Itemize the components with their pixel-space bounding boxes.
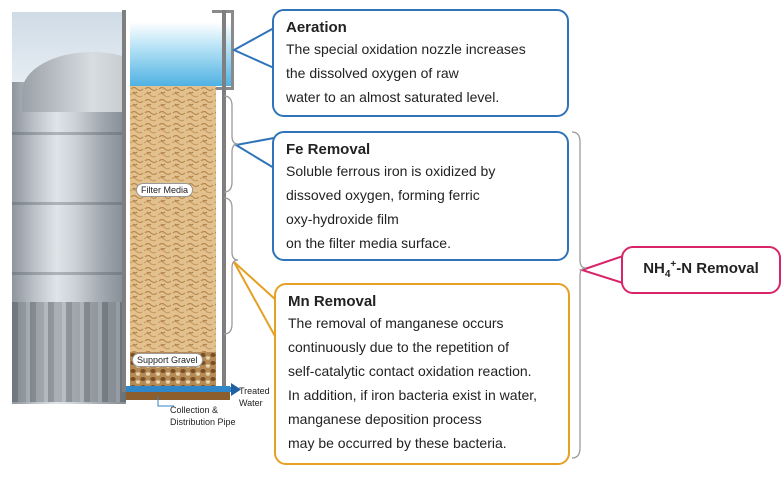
column-wall [122,10,226,392]
tank-band [12,272,130,275]
fe-title: Fe Removal [286,141,371,158]
support-gravel-label: Support Gravel [132,353,203,367]
fe-line: dissoved oxygen, forming ferric [286,187,480,203]
collection-leader-line [157,396,174,407]
collection-label-2: Distribution Pipe [170,417,236,427]
piping-area [12,302,130,402]
mn-pointer [233,261,277,339]
fe-line: on the filter media surface. [286,235,451,251]
distribution-pipe [126,386,230,392]
tank-band [12,132,130,135]
water-layer [130,22,234,86]
outlet-arrow-icon [218,383,241,396]
nh4-suffix: -N Removal [676,260,759,277]
fe-line: Soluble ferrous iron is oxidized by [286,163,496,179]
nh4-removal-callout: NH4+-N Removal [621,246,781,294]
mn-line: may be occurred by these bacteria. [288,435,507,451]
fe-bracket [223,95,239,193]
nh4-prefix: NH [643,260,665,277]
mn-title: Mn Removal [288,293,377,310]
filter-media-label: Filter Media [136,183,194,197]
aeration-line: the dissolved oxygen of raw [286,65,459,81]
aeration-callout: Aeration The special oxidation nozzle in… [272,9,569,117]
mn-line: The removal of manganese occurs [288,315,504,331]
treated-water-label-2: Water [239,398,263,408]
aeration-pointer [231,26,275,70]
nh4-superscript: + [670,259,677,270]
mn-line: In addition, if iron bacteria exist in w… [288,387,538,403]
tank-band [12,202,130,205]
mn-line: continuously due to the repetition of [288,339,510,355]
mn-line: self-catalytic contact oxidation reactio… [288,363,532,379]
mn-removal-callout: Mn Removal The removal of manganese occu… [274,283,570,465]
nh-bracket [571,131,587,459]
aeration-line: water to an almost saturated level. [286,89,500,105]
plant-photo [12,12,162,404]
pipe-base [126,392,230,400]
treated-water-label-1: Treated [239,386,270,396]
nh4-subscript: 4 [664,269,671,280]
filter-media-layer [130,86,216,352]
nh4-title: NH4+-N Removal [643,256,759,284]
fe-line: oxy-hydroxide film [286,211,399,227]
nh-pointer [578,254,624,285]
aeration-line: The special oxidation nozzle increases [286,41,526,57]
fe-removal-callout: Fe Removal Soluble ferrous iron is oxidi… [272,131,569,261]
mn-bracket [223,197,239,335]
mn-line: manganese deposition process [288,411,482,427]
fe-pointer [233,136,275,170]
aeration-title: Aeration [286,19,347,36]
collection-label-1: Collection & [170,405,219,415]
